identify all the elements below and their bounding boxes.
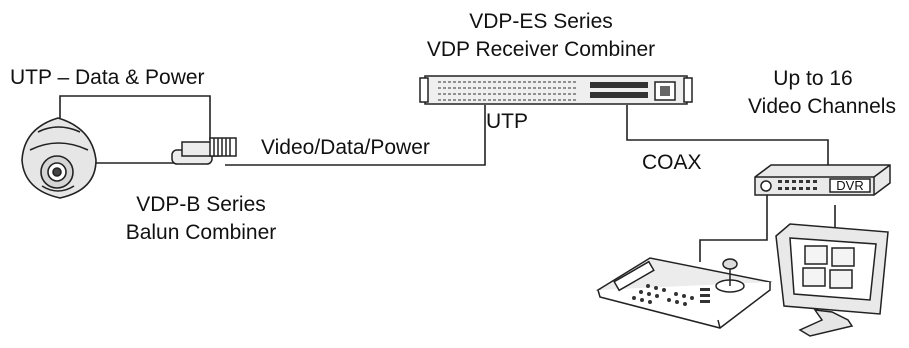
video-data-power-wire (225, 105, 486, 166)
utp-data-power-label: UTP – Data & Power (10, 66, 205, 89)
utp-power-wire (59, 95, 211, 140)
balun-series-label: VDP-B Series (136, 193, 266, 216)
coax-wire (626, 105, 829, 165)
dome-camera-icon (21, 117, 97, 199)
keyboard-controller-icon (596, 257, 772, 329)
coax-label: COAX (642, 151, 702, 174)
utp-label: UTP (486, 110, 528, 133)
video-channels-label: Video Channels (748, 95, 896, 118)
rack-unit-icon (419, 75, 693, 105)
dvr-icon (754, 164, 891, 196)
dvr-keyboard-wire (699, 195, 768, 262)
up-to-16-label: Up to 16 (773, 67, 853, 90)
dvr-label: DVR (836, 178, 863, 193)
receiver-series-label: VDP-ES Series (469, 10, 613, 33)
balun-connector-icon (171, 137, 237, 165)
receiver-name-label: VDP Receiver Combiner (426, 38, 656, 61)
monitor-icon (775, 223, 889, 337)
balun-name-label: Balun Combiner (125, 221, 277, 244)
video-data-power-label: Video/Data/Power (261, 136, 430, 159)
wires (59, 95, 836, 262)
